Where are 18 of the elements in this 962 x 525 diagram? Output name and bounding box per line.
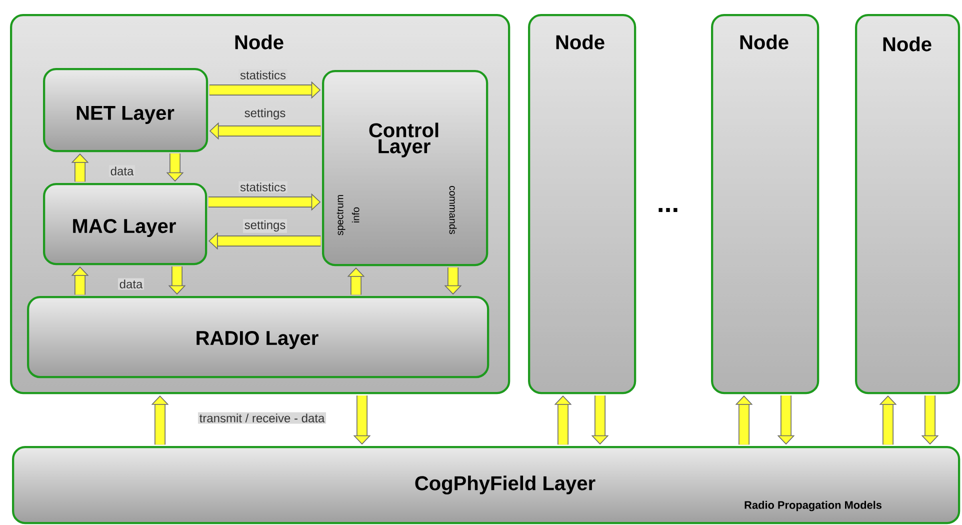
node-title: Node: [556, 34, 604, 50]
edge-label: statistics: [238, 181, 288, 193]
node-title: MAC Layer: [73, 218, 176, 238]
edge-label: transmit / receive - data: [198, 412, 326, 424]
node-title: NET Layer: [76, 106, 174, 124]
node-title: Node: [740, 34, 788, 50]
node-title: Node: [883, 36, 932, 52]
node-title: Control Layer: [369, 122, 438, 158]
node-note: commands: [449, 186, 457, 234]
node-note: spectrum info: [336, 195, 360, 236]
node-note: Radio Propagation Models: [744, 500, 882, 512]
node-title: Node: [235, 34, 284, 50]
ellipsis: ...: [658, 208, 678, 212]
edge-label: settings: [243, 107, 288, 121]
node-title: RADIO Layer: [196, 330, 318, 350]
node-title: CogPhyField Layer: [415, 476, 596, 494]
edge-label: settings: [243, 219, 288, 233]
edge-label: statistics: [238, 69, 288, 81]
